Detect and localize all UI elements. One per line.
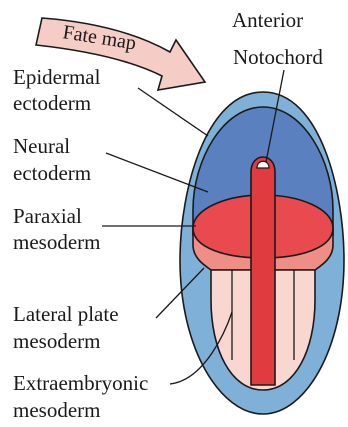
label-line: Epidermal	[13, 65, 101, 89]
label-line: mesoderm	[13, 329, 100, 353]
extraembryonic-mesoderm-label: Extraembryonic mesoderm	[13, 371, 148, 422]
label-line: Neural	[13, 134, 70, 158]
epidermal-ectoderm-leader	[138, 88, 208, 136]
label-line: Extraembryonic	[13, 371, 148, 395]
lateral-plate-mesoderm-label: Lateral plate mesoderm	[13, 302, 119, 353]
neural-ectoderm-label: Neural ectoderm	[13, 134, 91, 185]
label-line: ectoderm	[13, 161, 91, 185]
notochord-label: Notochord	[233, 45, 323, 69]
label-line: ectoderm	[13, 91, 91, 115]
notochord-region	[251, 157, 275, 385]
label-line: mesoderm	[13, 398, 100, 422]
anterior-label: Anterior	[232, 8, 303, 32]
embryo	[180, 92, 344, 414]
label-line: mesoderm	[13, 230, 100, 254]
label-line: Lateral plate	[13, 302, 119, 326]
notochord-tip-highlight	[257, 161, 269, 168]
paraxial-mesoderm-label: Paraxial mesoderm	[13, 204, 100, 254]
label-line: Paraxial	[13, 204, 82, 228]
epidermal-ectoderm-label: Epidermal ectoderm	[13, 65, 101, 115]
